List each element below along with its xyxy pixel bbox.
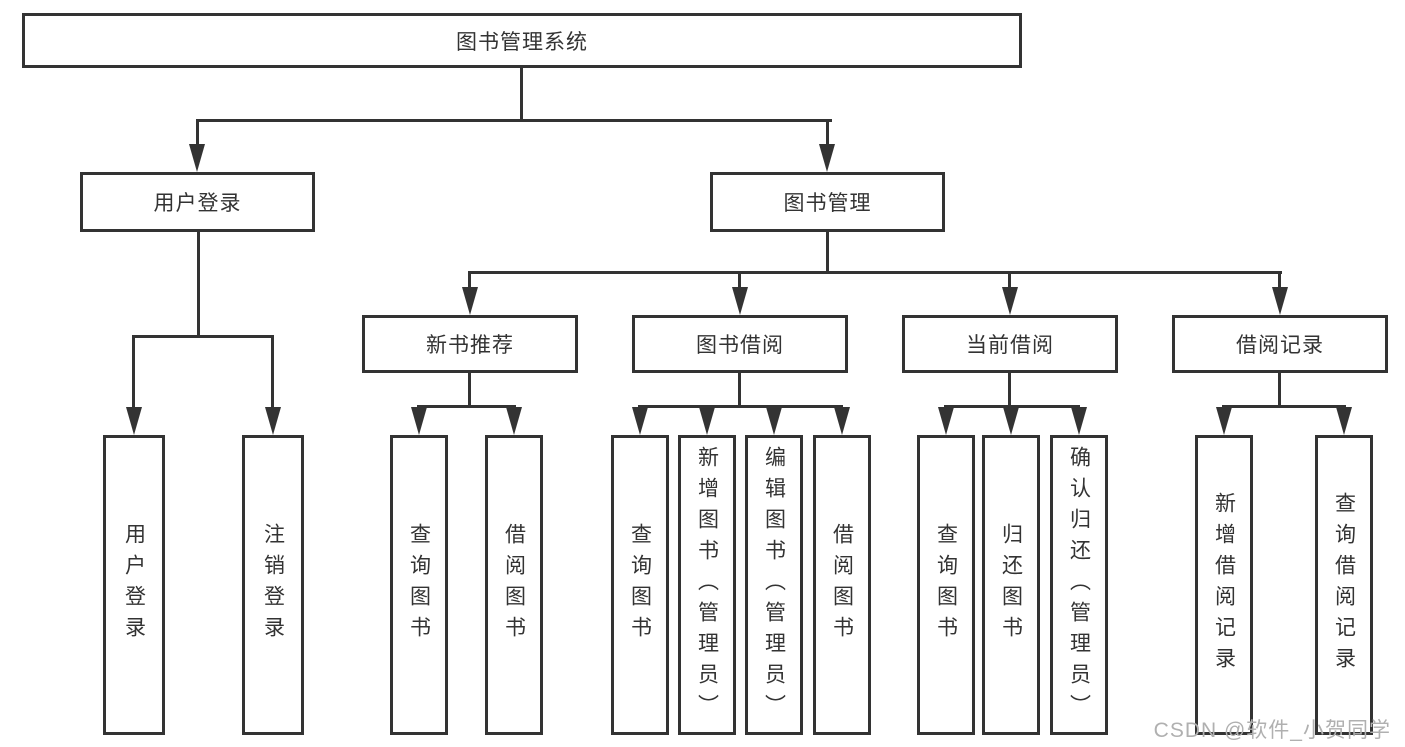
- leaf-borrow-books: 借阅图书: [813, 435, 871, 735]
- connector-line: [132, 335, 274, 338]
- connector-line: [1008, 272, 1011, 289]
- connector-line: [417, 405, 516, 408]
- arrow-down-icon: [1336, 407, 1352, 435]
- leaf-label: 借阅图书: [830, 523, 854, 647]
- connector-line: [196, 120, 199, 146]
- node-new-book-recommend: 新书推荐: [362, 315, 578, 373]
- arrow-down-icon: [462, 287, 478, 315]
- leaf-label: 用户登录: [122, 523, 146, 647]
- connector-line: [638, 405, 843, 408]
- leaf-add-borrow-record: 新增借阅记录: [1195, 435, 1253, 735]
- connector-line: [520, 68, 523, 122]
- leaf-edit-book-admin: 编辑图书（管理员）: [745, 435, 803, 735]
- node-book-borrow: 图书借阅: [632, 315, 848, 373]
- leaf-query-books-current: 查询图书: [917, 435, 975, 735]
- leaf-logout: 注销登录: [242, 435, 304, 735]
- arrow-down-icon: [938, 407, 954, 435]
- connector-line: [738, 373, 741, 408]
- leaf-label: 借阅图书: [502, 523, 526, 647]
- leaf-label: 查询图书: [407, 523, 431, 647]
- connector-line: [1278, 373, 1281, 408]
- connector-line: [738, 272, 741, 289]
- node-root: 图书管理系统: [22, 13, 1022, 68]
- leaf-query-borrow-record: 查询借阅记录: [1315, 435, 1373, 735]
- arrow-down-icon: [766, 407, 782, 435]
- leaf-label: 确认归还（管理员）: [1067, 445, 1091, 725]
- arrow-down-icon: [1216, 407, 1232, 435]
- arrow-down-icon: [265, 407, 281, 435]
- arrow-down-icon: [1003, 407, 1019, 435]
- connector-line: [1008, 373, 1011, 408]
- leaf-confirm-return-admin: 确认归还（管理员）: [1050, 435, 1108, 735]
- leaf-label: 归还图书: [999, 523, 1023, 647]
- leaf-query-books-borrow: 查询图书: [611, 435, 669, 735]
- arrow-down-icon: [126, 407, 142, 435]
- node-current-borrow: 当前借阅: [902, 315, 1118, 373]
- connector-line: [196, 119, 832, 122]
- leaf-label: 编辑图书（管理员）: [762, 445, 786, 725]
- connector-line: [132, 336, 135, 409]
- arrow-down-icon: [834, 407, 850, 435]
- connector-line: [826, 120, 829, 146]
- connector-line: [468, 373, 471, 408]
- arrow-down-icon: [1002, 287, 1018, 315]
- arrow-down-icon: [189, 144, 205, 172]
- watermark: CSDN @软件_小贺同学: [1153, 719, 1391, 742]
- connector-line: [271, 336, 274, 409]
- connector-line: [197, 232, 200, 338]
- connector-line: [944, 405, 1080, 408]
- leaf-label: 新增图书（管理员）: [695, 445, 719, 725]
- arrow-down-icon: [732, 287, 748, 315]
- arrow-down-icon: [699, 407, 715, 435]
- leaf-label: 新增借阅记录: [1212, 492, 1236, 678]
- connector-line: [1278, 272, 1281, 289]
- leaf-borrow-books-recommend: 借阅图书: [485, 435, 543, 735]
- arrow-down-icon: [411, 407, 427, 435]
- connector-line: [1222, 405, 1346, 408]
- node-borrow-records: 借阅记录: [1172, 315, 1388, 373]
- node-book-management: 图书管理: [710, 172, 945, 232]
- node-user-login: 用户登录: [80, 172, 315, 232]
- leaf-add-book-admin: 新增图书（管理员）: [678, 435, 736, 735]
- arrow-down-icon: [1071, 407, 1087, 435]
- arrow-down-icon: [506, 407, 522, 435]
- connector-line: [826, 232, 829, 274]
- connector-line: [468, 272, 471, 289]
- leaf-query-books-recommend: 查询图书: [390, 435, 448, 735]
- leaf-label: 注销登录: [261, 523, 285, 647]
- arrow-down-icon: [819, 144, 835, 172]
- leaf-label: 查询借阅记录: [1332, 492, 1356, 678]
- leaf-label: 查询图书: [934, 523, 958, 647]
- leaf-label: 查询图书: [628, 523, 652, 647]
- arrow-down-icon: [632, 407, 648, 435]
- leaf-return-books: 归还图书: [982, 435, 1040, 735]
- connector-line: [468, 271, 1282, 274]
- leaf-user-login: 用户登录: [103, 435, 165, 735]
- arrow-down-icon: [1272, 287, 1288, 315]
